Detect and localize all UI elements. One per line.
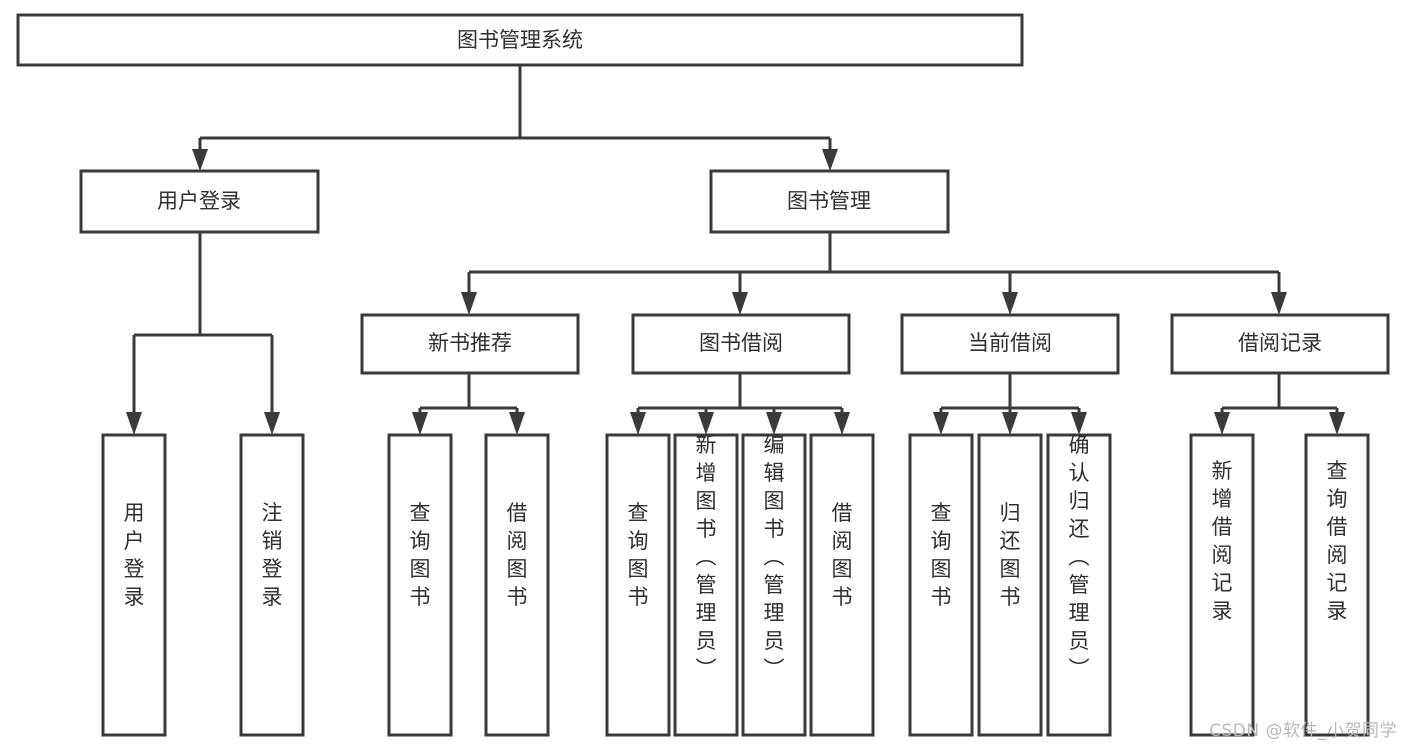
- arrow-bookmgmt-to-current: [1002, 292, 1018, 315]
- node-book-borrow[interactable]: 图书借阅: [631, 313, 851, 375]
- leaf-user-login-login-label: 用户登录: [124, 501, 145, 609]
- node-root-system[interactable]: 图书管理系统: [16, 13, 1024, 67]
- arrow-record-leaf-2: [1329, 412, 1345, 435]
- node-new-book-recommend[interactable]: 新书推荐: [360, 313, 580, 375]
- node-current-borrow-label: 当前借阅: [968, 331, 1052, 355]
- leaf-new-book-query-label: 查询图书: [410, 501, 431, 609]
- arrow-record-leaf-1: [1214, 412, 1230, 435]
- arrow-bookmgmt-to-new-book: [461, 292, 477, 315]
- node-user-login-label: 用户登录: [157, 189, 241, 213]
- arrow-root-to-user-login: [192, 149, 208, 171]
- leaf-current-return-book-label: 归还图书: [1000, 501, 1021, 609]
- node-root-system-label: 图书管理系统: [457, 28, 583, 52]
- arrow-newbook-leaf-2: [509, 412, 525, 435]
- leaf-borrow-add-book[interactable]: 新增图书︵管理员︶: [673, 433, 739, 737]
- arrow-userlogin-leaf-1: [126, 412, 142, 435]
- node-user-login[interactable]: 用户登录: [79, 169, 320, 234]
- arrow-bookmgmt-to-borrow: [732, 292, 748, 315]
- node-book-management-label: 图书管理: [787, 189, 871, 213]
- leaf-new-book-borrow[interactable]: 借阅图书: [484, 433, 550, 737]
- leaf-record-query-label: 查询借阅记录: [1327, 459, 1348, 623]
- leaf-record-add-label: 新增借阅记录: [1212, 459, 1233, 623]
- leaf-user-login-login[interactable]: 用户登录: [101, 433, 167, 737]
- arrow-newbook-leaf-1: [412, 412, 428, 435]
- arrow-borrow-leaf-2: [698, 412, 714, 435]
- node-borrow-record[interactable]: 借阅记录: [1170, 313, 1390, 375]
- arrow-userlogin-leaf-2: [264, 412, 280, 435]
- leaf-user-login-logout[interactable]: 注销登录: [239, 433, 305, 737]
- node-new-book-recommend-label: 新书推荐: [428, 331, 512, 355]
- leaf-new-book-borrow-label: 借阅图书: [507, 501, 528, 609]
- leaf-borrow-edit-book-label: 编辑图书︵管理员︶: [764, 433, 785, 681]
- node-current-borrow[interactable]: 当前借阅: [900, 313, 1120, 375]
- connector-layer: [126, 65, 1345, 435]
- arrow-current-leaf-3: [1071, 412, 1087, 435]
- arrow-bookmgmt-to-record: [1271, 292, 1287, 315]
- leaf-record-query[interactable]: 查询借阅记录: [1304, 433, 1370, 737]
- leaf-current-confirm-return[interactable]: 确认归还︵管理员︶: [1046, 433, 1112, 737]
- arrow-root-to-book-mgmt: [822, 149, 838, 171]
- leaf-current-return-book[interactable]: 归还图书: [977, 433, 1043, 737]
- leaf-borrow-edit-book[interactable]: 编辑图书︵管理员︶: [741, 433, 807, 737]
- arrow-current-leaf-1: [933, 412, 949, 435]
- node-book-management[interactable]: 图书管理: [709, 169, 950, 234]
- arrow-borrow-leaf-4: [834, 412, 850, 435]
- node-book-borrow-label: 图书借阅: [699, 331, 783, 355]
- leaf-user-login-logout-label: 注销登录: [262, 501, 283, 609]
- leaf-borrow-query-book-label: 查询图书: [628, 501, 649, 609]
- leaf-borrow-query-book[interactable]: 查询图书: [605, 433, 671, 737]
- leaf-borrow-add-book-label: 新增图书︵管理员︶: [696, 433, 717, 681]
- node-borrow-record-label: 借阅记录: [1238, 331, 1322, 355]
- arrow-borrow-leaf-1: [630, 412, 646, 435]
- leaf-borrow-borrow-book[interactable]: 借阅图书: [809, 433, 875, 737]
- leaf-new-book-query[interactable]: 查询图书: [387, 433, 453, 737]
- leaf-current-query-book-label: 查询图书: [931, 501, 952, 609]
- csdn-watermark: CSDN @软件_小贺同学: [1209, 721, 1397, 741]
- arrow-borrow-leaf-3: [766, 412, 782, 435]
- arrow-current-leaf-2: [1002, 412, 1018, 435]
- leaf-borrow-borrow-book-label: 借阅图书: [832, 501, 853, 609]
- leaf-record-add[interactable]: 新增借阅记录: [1189, 433, 1255, 737]
- leaf-current-query-book[interactable]: 查询图书: [908, 433, 974, 737]
- leaf-current-confirm-return-label: 确认归还︵管理员︶: [1069, 433, 1090, 681]
